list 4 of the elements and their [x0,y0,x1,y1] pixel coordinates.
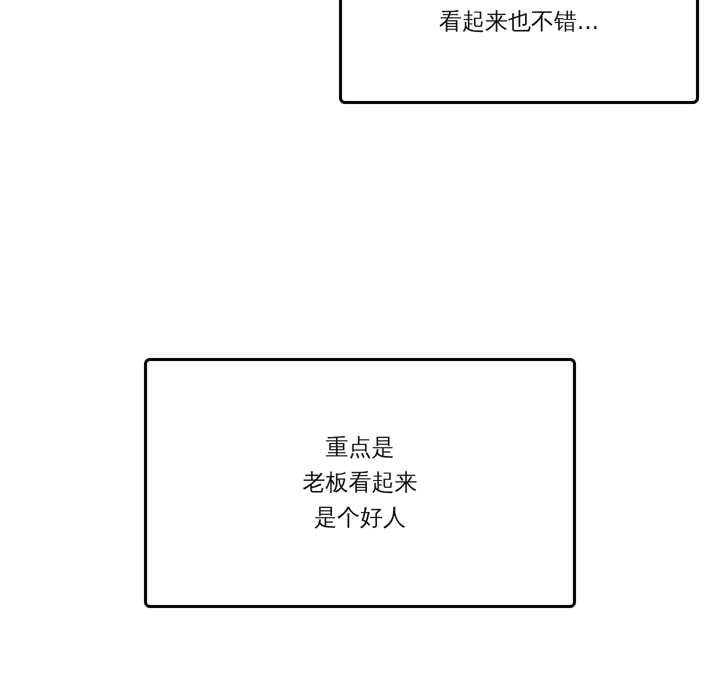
dialogue-text: 看起来也不错... [439,8,599,36]
speech-box [144,358,576,608]
dialogue-text: 重点是老板看起来是个好人 [302,434,418,532]
speech-box [339,0,699,104]
